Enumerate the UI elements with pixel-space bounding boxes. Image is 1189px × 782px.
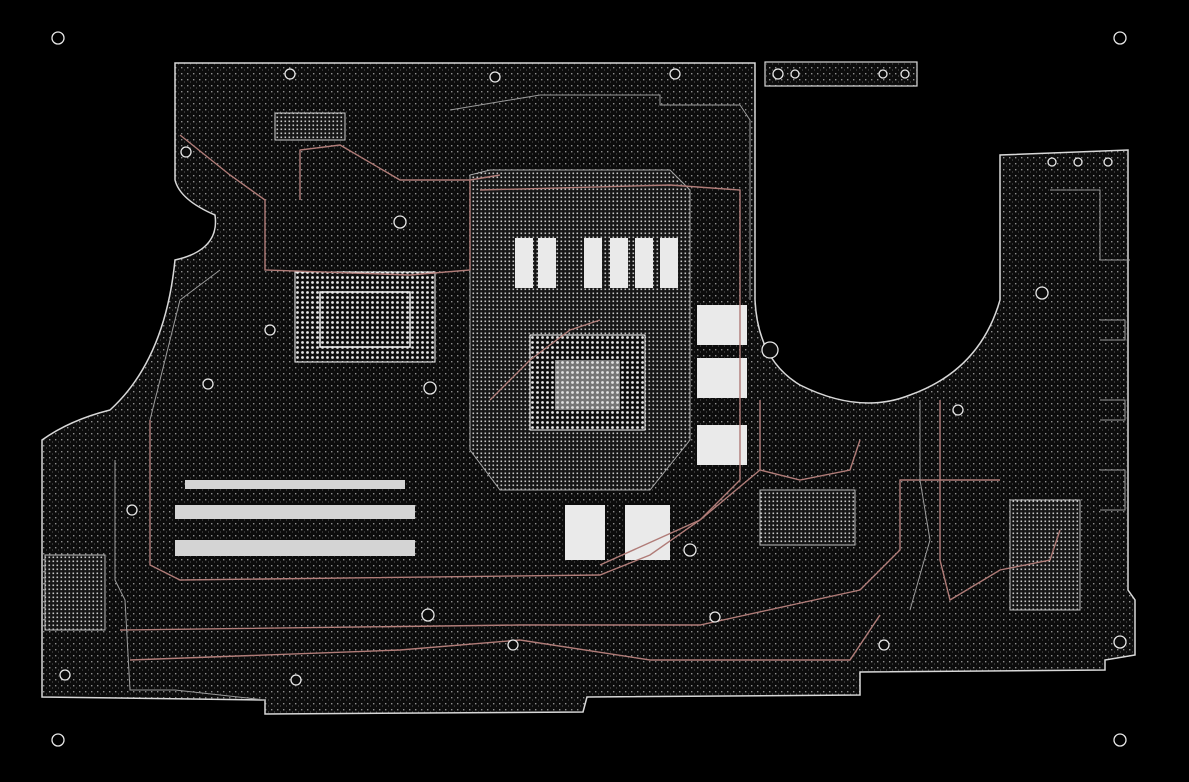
hole-icon — [1113, 31, 1127, 45]
hole-icon — [900, 69, 910, 79]
hole-icon — [761, 341, 779, 359]
cpu-region — [469, 169, 691, 491]
hole-icon — [772, 68, 784, 80]
hole-icon — [1073, 157, 1083, 167]
hole-icon — [284, 68, 296, 80]
vrm-bank-bottom — [565, 505, 670, 560]
hole-icon — [952, 404, 964, 416]
hole-icon — [423, 381, 437, 395]
copper-traces — [119, 134, 1061, 661]
hole-icon — [507, 639, 519, 651]
vrm-bank-right — [697, 305, 747, 465]
hole-icon — [290, 674, 302, 686]
chipset-region — [294, 271, 436, 363]
vrm-bank-top — [515, 238, 678, 288]
hole-icon — [790, 69, 800, 79]
chipset-core — [319, 291, 411, 348]
hole-icon — [126, 504, 138, 516]
hole-icon — [180, 146, 192, 158]
io-controller — [759, 489, 856, 546]
hole-icon — [51, 31, 65, 45]
hole-icon — [709, 611, 721, 623]
hole-icon — [51, 733, 65, 747]
heatsink-pad — [274, 112, 346, 141]
plane-outlines — [114, 94, 1130, 701]
hole-icon — [59, 669, 71, 681]
hole-icon — [1103, 157, 1113, 167]
hole-icon — [1047, 157, 1057, 167]
hole-icon — [393, 215, 407, 229]
hole-icon — [1113, 733, 1127, 747]
hole-icon — [421, 608, 435, 622]
hole-icon — [264, 324, 276, 336]
board-holes — [59, 68, 1127, 686]
cpu-core-pads — [555, 360, 620, 410]
hole-icon — [1113, 635, 1127, 649]
hole-icon — [202, 378, 214, 390]
left-connector-area — [44, 554, 106, 631]
audio-controller — [1009, 499, 1081, 611]
cpu-power-plane — [469, 169, 691, 491]
connector-board — [764, 61, 918, 87]
hole-icon — [878, 639, 890, 651]
hole-icon — [669, 68, 681, 80]
hole-icon — [878, 69, 888, 79]
hole-icon — [1035, 286, 1049, 300]
hole-icon — [683, 543, 697, 557]
hole-icon — [489, 71, 501, 83]
memory-component-rows — [175, 480, 415, 556]
corner-fiducials — [51, 31, 1127, 747]
chipset-bga — [294, 271, 436, 363]
